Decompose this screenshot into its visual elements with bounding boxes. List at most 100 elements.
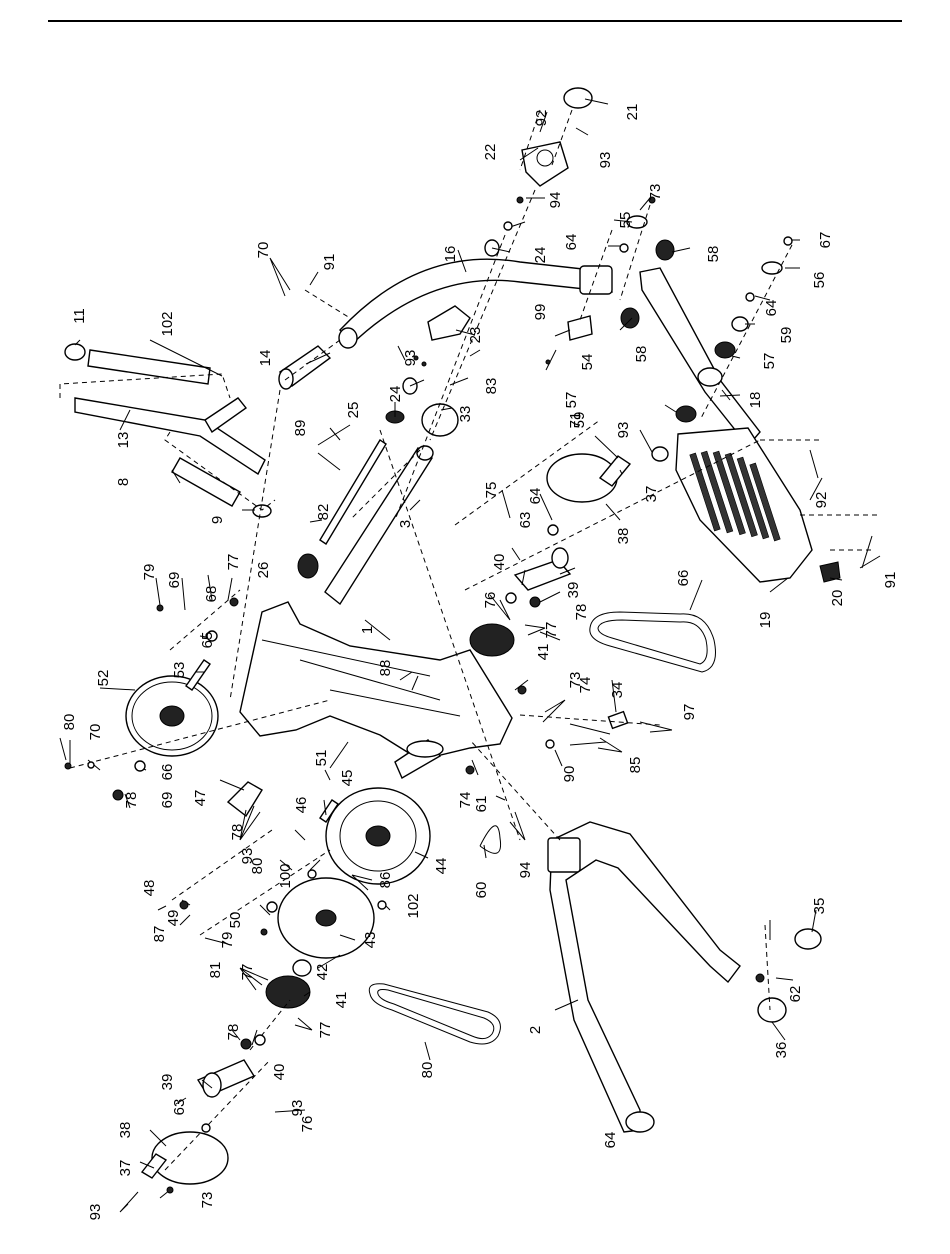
part-number-label: 63 bbox=[517, 512, 534, 529]
part-number-label: 63 bbox=[171, 1099, 188, 1116]
part-number-label: 57 bbox=[563, 392, 580, 409]
part-number-label: 37 bbox=[117, 1160, 134, 1177]
part-number-label: 59 bbox=[571, 412, 588, 429]
assembly-lines bbox=[69, 109, 880, 1171]
part-number-label: 16 bbox=[442, 246, 459, 263]
part-number-label: 83 bbox=[483, 378, 500, 395]
part-number-label: 20 bbox=[829, 590, 846, 607]
part-number-label: 56 bbox=[811, 272, 828, 289]
part-number-label: 11 bbox=[71, 308, 88, 324]
part-number-label: 89 bbox=[292, 420, 309, 437]
part-number-label: 69 bbox=[166, 572, 183, 589]
part-number-label: 65 bbox=[199, 632, 216, 649]
part-number-label: 35 bbox=[811, 898, 828, 915]
part-number-label: 77 bbox=[225, 554, 242, 571]
part-number-label: 77 bbox=[239, 964, 256, 981]
part-number-label: 93 bbox=[289, 1100, 306, 1117]
part-number-label: 55 bbox=[617, 212, 634, 229]
part-number-label: 102 bbox=[159, 311, 176, 336]
part-number-label: 92 bbox=[533, 110, 550, 127]
part-number-label: 93 bbox=[615, 422, 632, 439]
part-number-label: 39 bbox=[159, 1074, 176, 1091]
part-number-label: 50 bbox=[227, 912, 244, 929]
part-number-label: 79 bbox=[141, 564, 158, 581]
hardware bbox=[64, 196, 793, 1194]
part-number-label: 76 bbox=[482, 592, 499, 609]
part-number-label: 2 bbox=[527, 1026, 544, 1034]
part-number-label: 58 bbox=[705, 246, 722, 263]
part-number-label: 41 bbox=[333, 992, 350, 1009]
part-number-label: 80 bbox=[61, 714, 78, 731]
part-number-label: 80 bbox=[419, 1062, 436, 1079]
part-number-label: 13 bbox=[115, 432, 132, 449]
part-drawings bbox=[59, 87, 841, 1185]
part-number-label: 3 bbox=[397, 520, 414, 528]
part-number-label: 86 bbox=[377, 872, 394, 889]
part-number-label: 43 bbox=[362, 932, 379, 949]
part-number-label: 64 bbox=[527, 488, 544, 505]
part-number-label: 99 bbox=[532, 304, 549, 321]
part-number-label: 40 bbox=[491, 554, 508, 571]
part-number-label: 8 bbox=[115, 478, 132, 486]
part-number-label: 25 bbox=[345, 402, 362, 419]
part-number-label: 78 bbox=[225, 1024, 242, 1041]
part-number-label: 76 bbox=[299, 1116, 316, 1133]
part-number-label: 91 bbox=[882, 572, 899, 589]
part-number-label: 52 bbox=[95, 670, 112, 687]
part-number-label: 80 bbox=[249, 858, 266, 875]
part-number-label: 69 bbox=[159, 792, 176, 809]
part-number-label: 77 bbox=[317, 1022, 334, 1039]
part-number-label: 1 bbox=[359, 626, 376, 634]
leader-lines bbox=[59, 98, 881, 1213]
part-number-label: 45 bbox=[339, 770, 356, 787]
part-number-label: 70 bbox=[87, 724, 104, 741]
part-number-label: 73 bbox=[199, 1192, 216, 1209]
part-number-label: 97 bbox=[681, 704, 698, 721]
part-number-label: 38 bbox=[117, 1122, 134, 1139]
part-number-label: 77 bbox=[543, 622, 560, 639]
part-number-label: 37 bbox=[643, 486, 660, 503]
part-number-label: 85 bbox=[627, 757, 644, 774]
part-number-label: 54 bbox=[579, 354, 596, 371]
part-number-label: 22 bbox=[482, 144, 499, 161]
part-number-label: 38 bbox=[615, 528, 632, 545]
part-number-label: 74 bbox=[457, 792, 474, 809]
part-number-label: 40 bbox=[271, 1064, 288, 1081]
part-number-label: 57 bbox=[761, 353, 778, 370]
part-number-label: 59 bbox=[778, 327, 795, 344]
part-number-label: 23 bbox=[467, 327, 484, 344]
part-number-label: 66 bbox=[675, 570, 692, 587]
part-number-label: 36 bbox=[773, 1042, 790, 1059]
part-number-label: 73 bbox=[647, 184, 664, 201]
part-number-label: 71 bbox=[567, 412, 584, 429]
part-number-label: 48 bbox=[141, 880, 158, 897]
part-number-label: 61 bbox=[473, 796, 490, 813]
part-number-label: 39 bbox=[565, 582, 582, 599]
part-number-label: 42 bbox=[314, 964, 331, 981]
part-number-label: 70 bbox=[255, 242, 272, 259]
part-number-label: 74 bbox=[577, 677, 594, 694]
header-rule bbox=[48, 20, 902, 22]
part-number-label: 81 bbox=[207, 962, 224, 979]
part-number-label: 21 bbox=[624, 104, 641, 121]
part-number-label: 26 bbox=[255, 562, 272, 579]
part-number-label: 78 bbox=[573, 604, 590, 621]
part-number-label: 9 bbox=[209, 516, 226, 524]
part-number-label: 75 bbox=[483, 482, 500, 499]
part-number-label: 67 bbox=[817, 232, 834, 249]
part-number-label: 78 bbox=[229, 824, 246, 841]
part-number-label: 94 bbox=[547, 192, 564, 209]
part-number-label: 44 bbox=[433, 858, 450, 875]
part-number-label: 33 bbox=[457, 406, 474, 423]
part-number-label: 64 bbox=[563, 234, 580, 251]
part-number-label: 78 bbox=[123, 792, 140, 809]
part-number-label: 14 bbox=[257, 350, 274, 367]
part-number-label: 60 bbox=[473, 882, 490, 899]
part-number-label: 62 bbox=[787, 986, 804, 1003]
part-number-label: 87 bbox=[151, 926, 168, 943]
part-number-label: 68 bbox=[203, 586, 220, 603]
part-number-label: 24 bbox=[387, 386, 404, 403]
part-number-label: 93 bbox=[597, 152, 614, 169]
